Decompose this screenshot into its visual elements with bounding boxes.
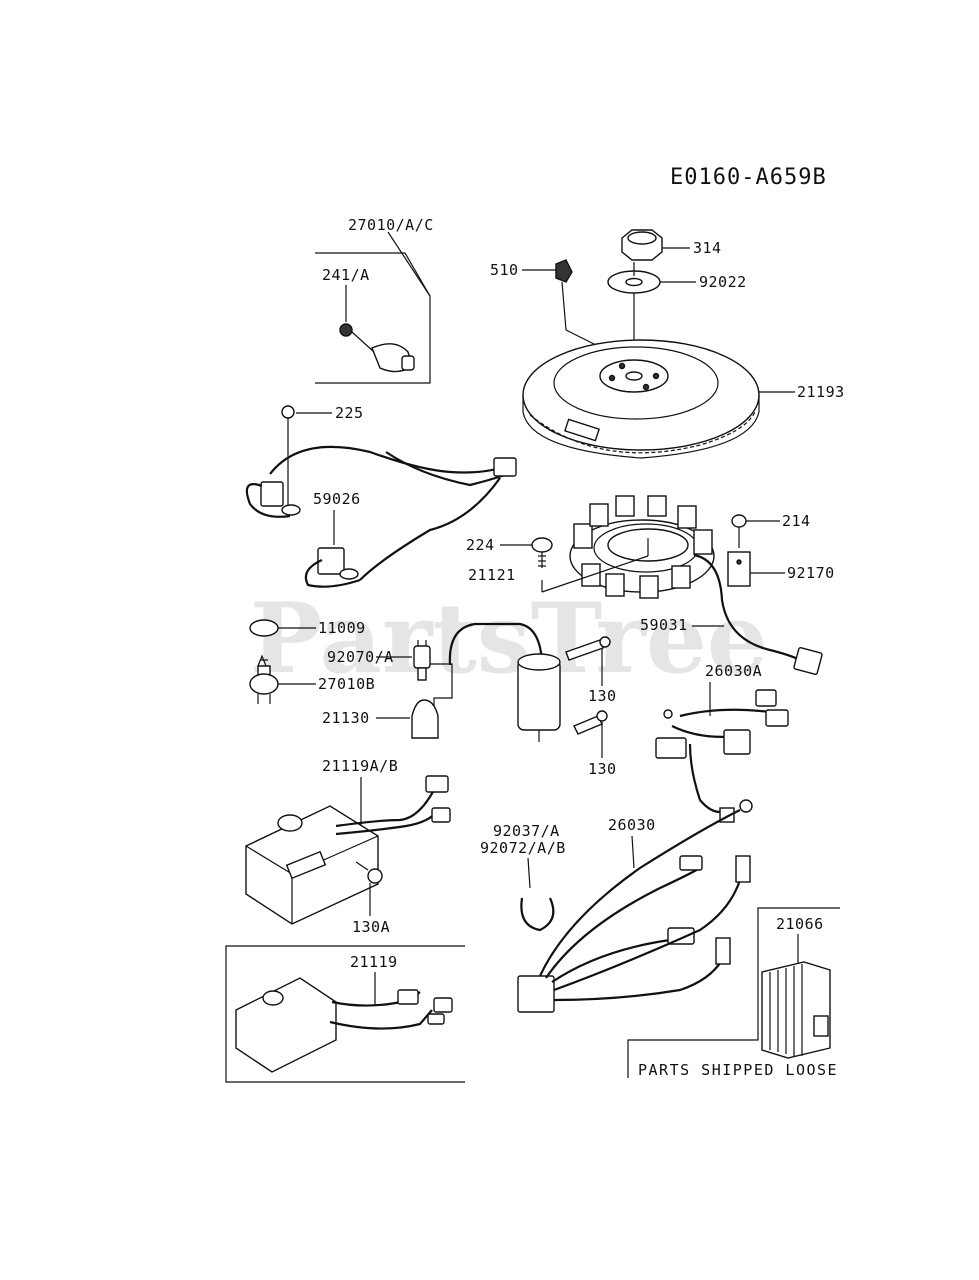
label-21119a-b: 21119A/B (322, 757, 398, 775)
regulator-21066-icon (761, 961, 831, 1059)
diagram-code: E0160-A659B (670, 165, 827, 190)
label-130-upper: 130 (588, 687, 617, 705)
wire-harness-upper (269, 445, 517, 581)
label-241-a: 241/A (322, 266, 370, 284)
switch-part-icon (339, 323, 415, 373)
label-314: 314 (693, 239, 722, 257)
label-224: 224 (466, 536, 495, 554)
label-92170: 92170 (787, 564, 835, 582)
label-130a: 130A (352, 918, 390, 936)
label-21130: 21130 (322, 709, 370, 727)
label-92022: 92022 (699, 273, 747, 291)
label-21193: 21193 (797, 383, 845, 401)
inset-21119-box (225, 945, 465, 1083)
washer-92022-icon (607, 270, 661, 294)
bolt-130a-icon (355, 861, 383, 884)
washer-11009-icon (249, 619, 279, 637)
igniter-21119ab-icon (245, 775, 451, 925)
igniter-21119-icon (235, 977, 453, 1073)
sensor-59026-icon (304, 547, 361, 588)
flywheel-21193-icon (522, 339, 760, 459)
inset-27010-box (315, 231, 431, 384)
screw-214-icon (731, 514, 747, 548)
harness-26030a-icon (655, 689, 789, 823)
label-26030: 26030 (608, 816, 656, 834)
fuse-92070-icon (413, 640, 431, 681)
screw-224-icon (531, 537, 553, 568)
label-92037-a: 92037/A (493, 822, 560, 840)
label-92072-a-b: 92072/A/B (480, 839, 566, 857)
watermark-text: PartsTree (250, 582, 768, 695)
clamp-92037-icon (520, 897, 555, 932)
label-21121: 21121 (468, 566, 516, 584)
key-510-icon (555, 259, 573, 283)
label-59031: 59031 (640, 616, 688, 634)
bolt-130-top-icon (565, 636, 611, 661)
label-21066: 21066 (776, 915, 824, 933)
label-21119: 21119 (350, 953, 398, 971)
sensor-225-icon (245, 405, 301, 518)
label-26030a: 26030A (705, 662, 762, 680)
label-11009: 11009 (318, 619, 366, 637)
label-214: 214 (782, 512, 811, 530)
lead-59031-icon (693, 553, 823, 675)
label-27010b: 27010B (318, 675, 375, 693)
switch-27010b-icon (249, 654, 279, 704)
label-510: 510 (490, 261, 519, 279)
loose-parts-box (627, 907, 840, 1078)
label-225: 225 (335, 404, 364, 422)
label-92070-a: 92070/A (327, 648, 394, 666)
label-130-lower: 130 (588, 760, 617, 778)
label-59026: 59026 (313, 490, 361, 508)
plate-92170-icon (727, 551, 751, 587)
cap-21130-icon (411, 699, 439, 739)
label-27010-a-c: 27010/A/C (348, 216, 434, 234)
nut-314-icon (621, 229, 663, 261)
harness-26030-icon (517, 799, 753, 1013)
parts-shipped-loose-note: PARTS SHIPPED LOOSE (638, 1061, 838, 1079)
solenoid-21130-icon (448, 622, 561, 742)
